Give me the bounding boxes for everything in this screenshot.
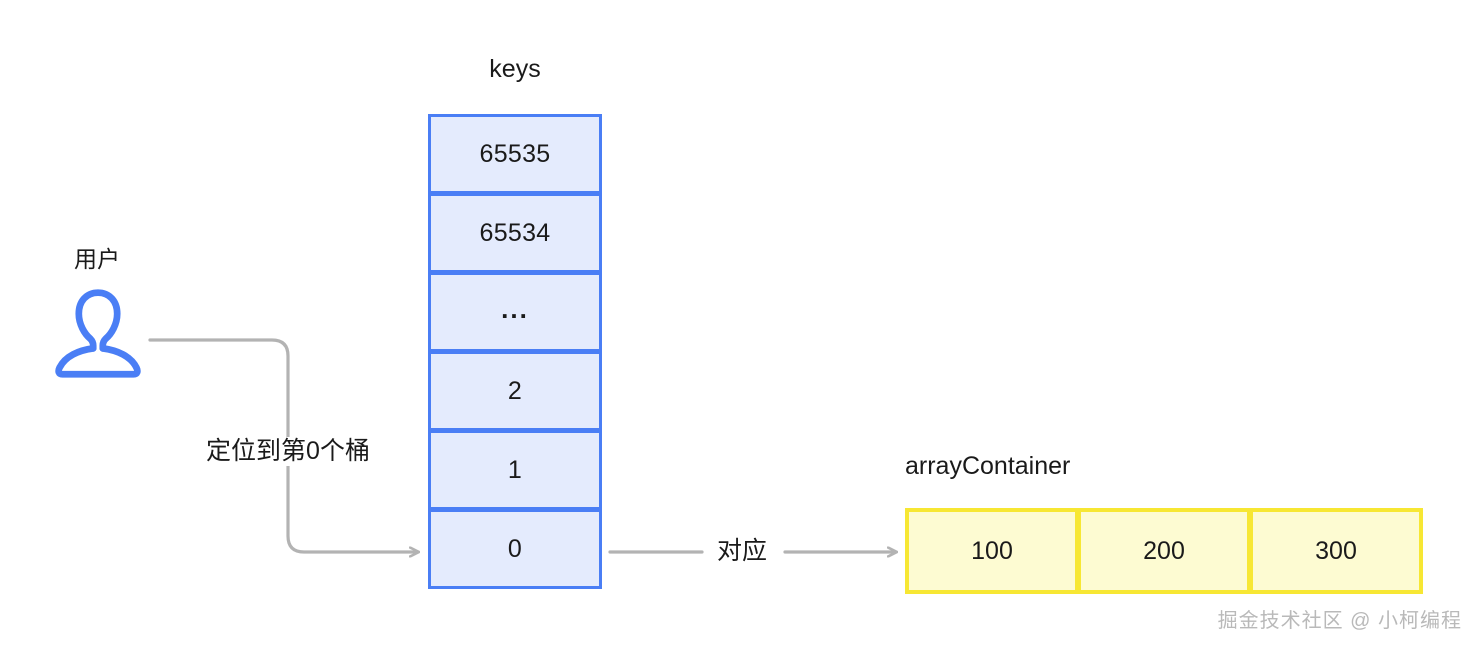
locate-bucket-label: 定位到第0个桶 (200, 437, 376, 466)
keys-bucket-array: 65535 65534 ... 2 1 0 (428, 114, 602, 589)
keys-cell[interactable]: 0 (428, 509, 602, 589)
keys-cell[interactable]: 65535 (428, 114, 602, 194)
array-cell[interactable]: 300 (1249, 508, 1423, 594)
array-cell[interactable]: 100 (905, 508, 1079, 594)
user-label: 用户 (74, 246, 120, 272)
keys-title: keys (489, 55, 541, 83)
keys-cell[interactable]: 2 (428, 351, 602, 431)
user-silhouette-icon (55, 289, 141, 378)
watermark: 掘金技术社区 @ 小柯编程 (1217, 610, 1462, 632)
keys-cell[interactable]: 65534 (428, 193, 602, 273)
array-container: 100 200 300 (905, 508, 1423, 594)
array-cell[interactable]: 200 (1077, 508, 1251, 594)
array-container-title: arrayContainer (905, 452, 1071, 480)
keys-cell-ellipsis[interactable]: ... (428, 272, 602, 352)
keys-cell[interactable]: 1 (428, 430, 602, 510)
correspond-label: 对应 (708, 538, 776, 565)
